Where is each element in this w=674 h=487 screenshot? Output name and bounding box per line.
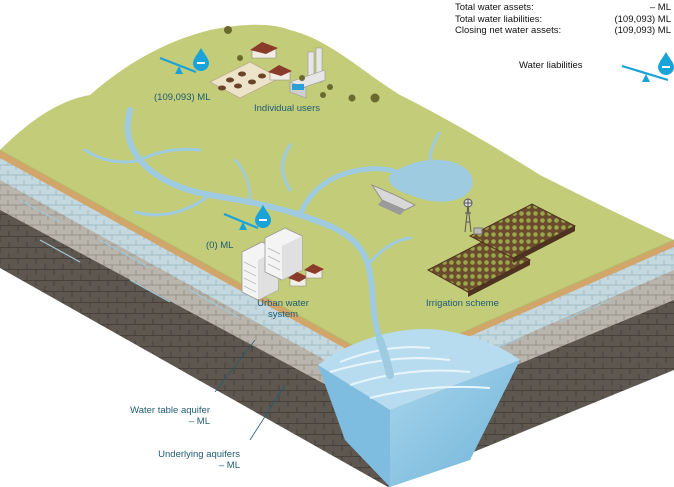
summary-value-assets: – ML bbox=[649, 2, 671, 13]
cow-icon bbox=[218, 71, 266, 91]
irrigation-label: Irrigation scheme bbox=[426, 298, 499, 309]
water-drop-minus-icon bbox=[193, 48, 209, 71]
leader-lines bbox=[214, 339, 286, 441]
legend-label: Water liabilities bbox=[519, 60, 583, 71]
reservoir-lake bbox=[389, 159, 473, 202]
legend-balance-icon bbox=[621, 52, 674, 82]
irrigation-fields bbox=[426, 203, 577, 297]
windmill-icon bbox=[463, 198, 483, 235]
summary-label-closing: Closing net water assets: bbox=[455, 25, 562, 36]
underlying-aquifers-value: – ML bbox=[218, 460, 240, 471]
summary-value-liabilities: (109,093) ML bbox=[614, 14, 671, 25]
underlying-aquifers-label: Underlying aquifers bbox=[158, 449, 240, 460]
sea-estuary bbox=[318, 329, 520, 487]
house-icon bbox=[250, 42, 292, 81]
urban-label-line2: system bbox=[267, 309, 299, 320]
water-drop-minus-icon bbox=[255, 205, 271, 228]
building-icon bbox=[241, 227, 324, 301]
tree-icon bbox=[224, 26, 380, 103]
balance-scale-icon bbox=[223, 212, 259, 230]
factory-icon bbox=[289, 47, 326, 99]
land-surface bbox=[0, 24, 674, 366]
left-cross-section bbox=[0, 150, 388, 487]
farm-cluster bbox=[209, 42, 326, 99]
urban-value: (0) ML bbox=[206, 240, 234, 251]
balance-scale-icon bbox=[159, 56, 197, 74]
summary-value-closing: (109,093) ML bbox=[614, 25, 671, 36]
water-table-aquifer-label: Water table aquifer bbox=[130, 405, 210, 416]
urban-label-line1: Urban water bbox=[257, 298, 309, 309]
summary-label-assets: Total water assets: bbox=[455, 2, 534, 13]
dam-icon bbox=[370, 184, 416, 215]
individual-users-value: (109,093) ML bbox=[154, 92, 211, 103]
water-table-aquifer-value: – ML bbox=[188, 416, 210, 427]
individual-users-label: Individual users bbox=[254, 103, 321, 114]
summary-label-liabilities: Total water liabilities: bbox=[455, 14, 543, 25]
